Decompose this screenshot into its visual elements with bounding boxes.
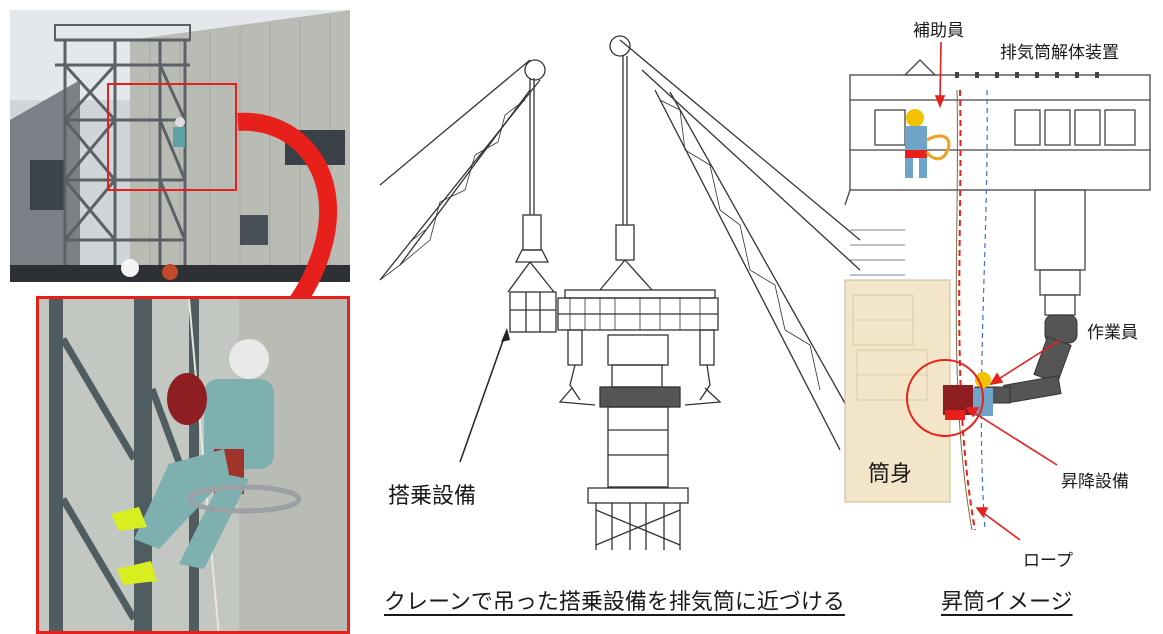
device-label: 排気筒解体装置 [1000, 43, 1119, 63]
worker-label: 作業員 [1087, 323, 1138, 343]
top-photo-scene [10, 10, 350, 282]
bottom-photo-scene [39, 299, 347, 631]
stack-body-label: 筒身 [868, 462, 913, 487]
assistant-label: 補助員 [913, 21, 964, 41]
bottom-photo [36, 296, 350, 634]
boarding-pointer [459, 334, 506, 463]
stack-image-diagram [844, 41, 1151, 541]
lift-label: 昇降設備 [1061, 472, 1129, 492]
lift-highlight-circle [906, 359, 984, 437]
assistant-worker-icon [905, 109, 951, 178]
right-caption: 昇筒イメージ [941, 590, 1073, 615]
crane-diagram [379, 35, 861, 550]
center-caption: クレーンで吊った搭乗設備を排気筒に近づける [384, 590, 845, 615]
rope-label: ロープ [1023, 551, 1073, 571]
highlight-box [107, 83, 237, 191]
boarding-equipment-label: 搭乗設備 [388, 484, 477, 509]
